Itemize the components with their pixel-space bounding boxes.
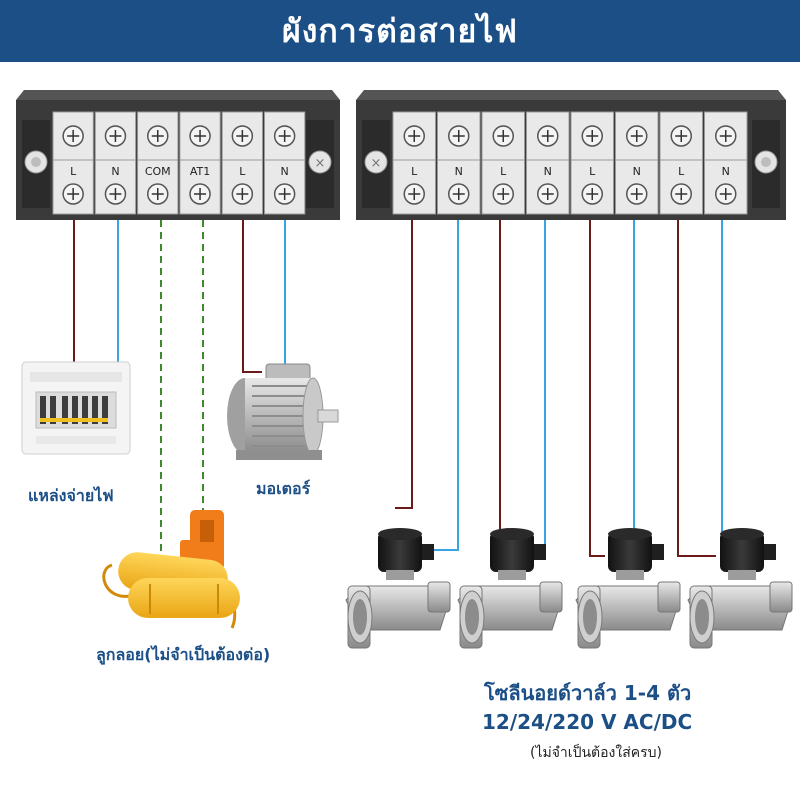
right-terminal-label: L — [589, 165, 596, 178]
right-terminal-3: L — [481, 111, 525, 215]
left-terminal-label: L — [239, 165, 246, 178]
optional-note-label: (ไม่จำเป็นต้องใส่ครบ) — [530, 745, 662, 761]
right-terminal-label: L — [678, 165, 685, 178]
wire-valve1-live — [395, 220, 413, 509]
solenoid-valve-group — [345, 528, 793, 649]
left-terminal-label: N — [111, 165, 119, 178]
motor-label: มอเตอร์ — [256, 479, 311, 498]
right-terminal-label: L — [411, 165, 418, 178]
solenoid-valve-icon-3 — [575, 528, 681, 649]
wire-valve3-live — [589, 220, 605, 557]
voltage-label: 12/24/220 V AC/DC — [482, 710, 693, 734]
solenoid-valve-icon-4 — [687, 528, 793, 649]
svg-text:×: × — [315, 156, 326, 171]
solenoid-valve-icon-1 — [345, 528, 451, 649]
wires — [73, 220, 723, 560]
left-terminal-label: AT1 — [190, 165, 210, 178]
motor-icon — [227, 363, 339, 460]
right-terminal-7: L — [659, 111, 703, 215]
right-terminal-2: N — [437, 111, 481, 215]
float-switch-label: ลูกลอย(ไม่จำเป็นต้องต่อ) — [96, 645, 271, 664]
wire-valve2-neutral — [530, 220, 546, 551]
header-bar: ผังการต่อสายไฟ — [0, 0, 800, 62]
right-terminal-8: N — [704, 111, 748, 215]
float-switch-icon — [102, 510, 240, 629]
left-terminal-label: L — [70, 165, 77, 178]
wire-valve4-live — [677, 220, 716, 557]
left-terminal-4: AT1 — [179, 111, 221, 215]
right-terminal-1: L — [392, 111, 436, 215]
right-terminal-label: N — [633, 165, 641, 178]
right-terminal-label: N — [455, 165, 463, 178]
left-terminal-label: COM — [145, 165, 171, 178]
right-terminal-label: N — [722, 165, 730, 178]
wire-motor-live — [242, 220, 262, 373]
left-terminal-label: N — [281, 165, 289, 178]
right-terminal-label: N — [544, 165, 552, 178]
page-title: ผังการต่อสายไฟ — [282, 11, 518, 50]
left-terminal-2: N — [94, 111, 137, 215]
left-terminal-1: L — [52, 111, 94, 215]
solenoid-valve-icon-2 — [457, 528, 563, 649]
left-terminal-3: COM — [137, 111, 179, 215]
right-terminal-6: N — [615, 111, 659, 215]
right-terminal-block: × L N L N L N L N — [356, 90, 786, 220]
wire-valve1-neutral — [430, 220, 459, 551]
solenoid-valve-label: โซลีนอยด์วาล์ว 1-4 ตัว — [484, 681, 692, 705]
power-source-label: แหล่งจ่ายไฟ — [28, 486, 114, 505]
left-terminal-5: L — [221, 111, 263, 215]
right-terminal-5: L — [570, 111, 614, 215]
left-terminal-6: N — [264, 111, 306, 215]
right-terminal-4: N — [526, 111, 570, 215]
power-source-icon — [21, 361, 131, 455]
right-terminal-label: L — [500, 165, 507, 178]
svg-text:×: × — [371, 156, 382, 171]
left-terminal-block: × L N COM AT1 L N — [16, 90, 340, 220]
